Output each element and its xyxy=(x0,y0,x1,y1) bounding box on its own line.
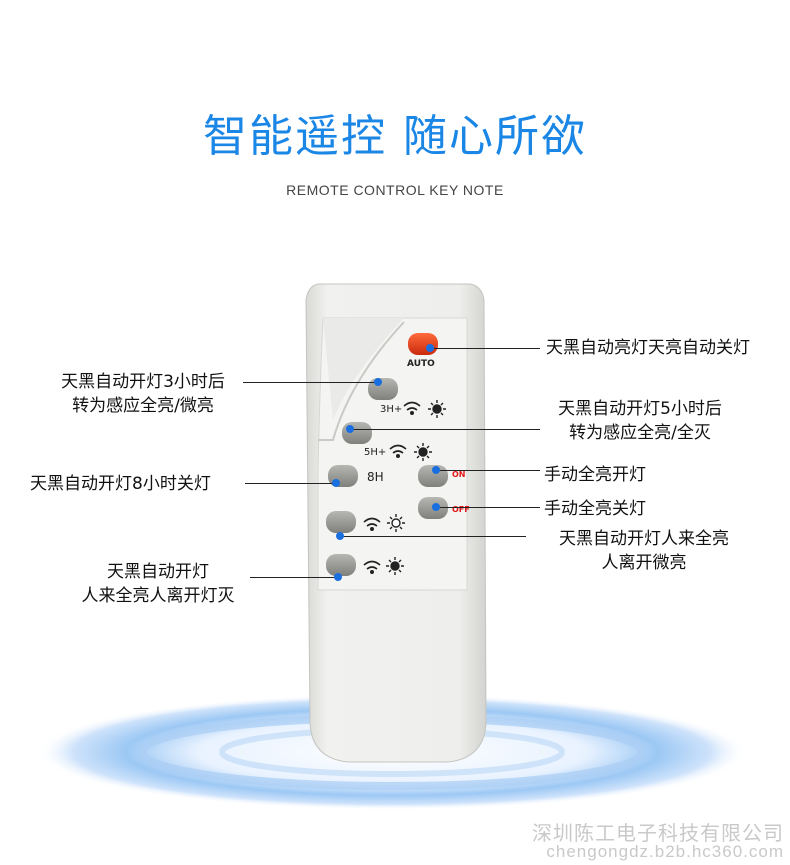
annotation-3h-line2: 转为感应全亮/微亮 xyxy=(72,396,214,416)
connector-5h xyxy=(350,429,540,430)
dot-on xyxy=(432,466,440,474)
annotation-sensor-off-line1: 天黑自动开灯 xyxy=(107,562,209,582)
connector-off xyxy=(436,507,540,508)
btn-8h-label: 8H xyxy=(367,470,384,484)
btn-5h-label: 5H+ xyxy=(364,447,387,458)
annotation-sensor-off-line2: 人来全亮人离开灯灭 xyxy=(81,586,235,606)
dot-auto xyxy=(426,344,434,352)
page-title: 智能遥控 随心所欲 xyxy=(203,111,587,162)
dot-3h xyxy=(374,378,382,386)
dot-sensor-dim xyxy=(336,532,344,540)
auto-label: AUTO xyxy=(407,359,435,369)
wifi-icon xyxy=(363,401,421,574)
connector-sensor-off xyxy=(250,577,338,578)
watermark-site: chengongdz.b2b.hc360.com xyxy=(546,842,784,861)
annotation-5h-line2: 转为感应全亮/全灭 xyxy=(569,423,711,443)
connector-on xyxy=(436,470,540,471)
annotation-8h: 天黑自动开灯8小时关灯 xyxy=(30,474,211,494)
on-label: ON xyxy=(452,470,466,479)
connector-sensor-dim xyxy=(340,536,526,537)
watermark-company: 深圳陈工电子科技有限公司 xyxy=(532,821,784,845)
btn-sensor-off[interactable] xyxy=(326,554,356,576)
btn-sensor-dim[interactable] xyxy=(326,511,356,533)
annotation-sensor-dim-line1: 天黑自动开灯人来全亮 xyxy=(559,529,729,549)
btn-3h-label: 3H+ xyxy=(380,404,403,415)
off-label: OFF xyxy=(452,505,470,514)
sun-icon xyxy=(386,400,446,575)
annotation-auto: 天黑自动亮灯天亮自动关灯 xyxy=(546,338,750,358)
page-subtitle: REMOTE CONTROL KEY NOTE xyxy=(286,182,504,198)
dot-off xyxy=(432,503,440,511)
dot-8h xyxy=(332,479,340,487)
annotation-5h-line1: 天黑自动开灯5小时后 xyxy=(558,399,722,419)
auto-button[interactable] xyxy=(408,333,438,355)
connector-8h xyxy=(245,483,336,484)
annotation-3h-line1: 天黑自动开灯3小时后 xyxy=(61,372,225,392)
connector-auto xyxy=(430,348,540,349)
dot-5h xyxy=(346,425,354,433)
annotation-sensor-dim-line2: 人离开微亮 xyxy=(601,553,687,573)
dot-sensor-off xyxy=(334,573,342,581)
annotation-off: 手动全亮关灯 xyxy=(544,499,646,519)
connector-3h xyxy=(243,382,378,383)
annotation-on: 手动全亮开灯 xyxy=(544,465,646,485)
